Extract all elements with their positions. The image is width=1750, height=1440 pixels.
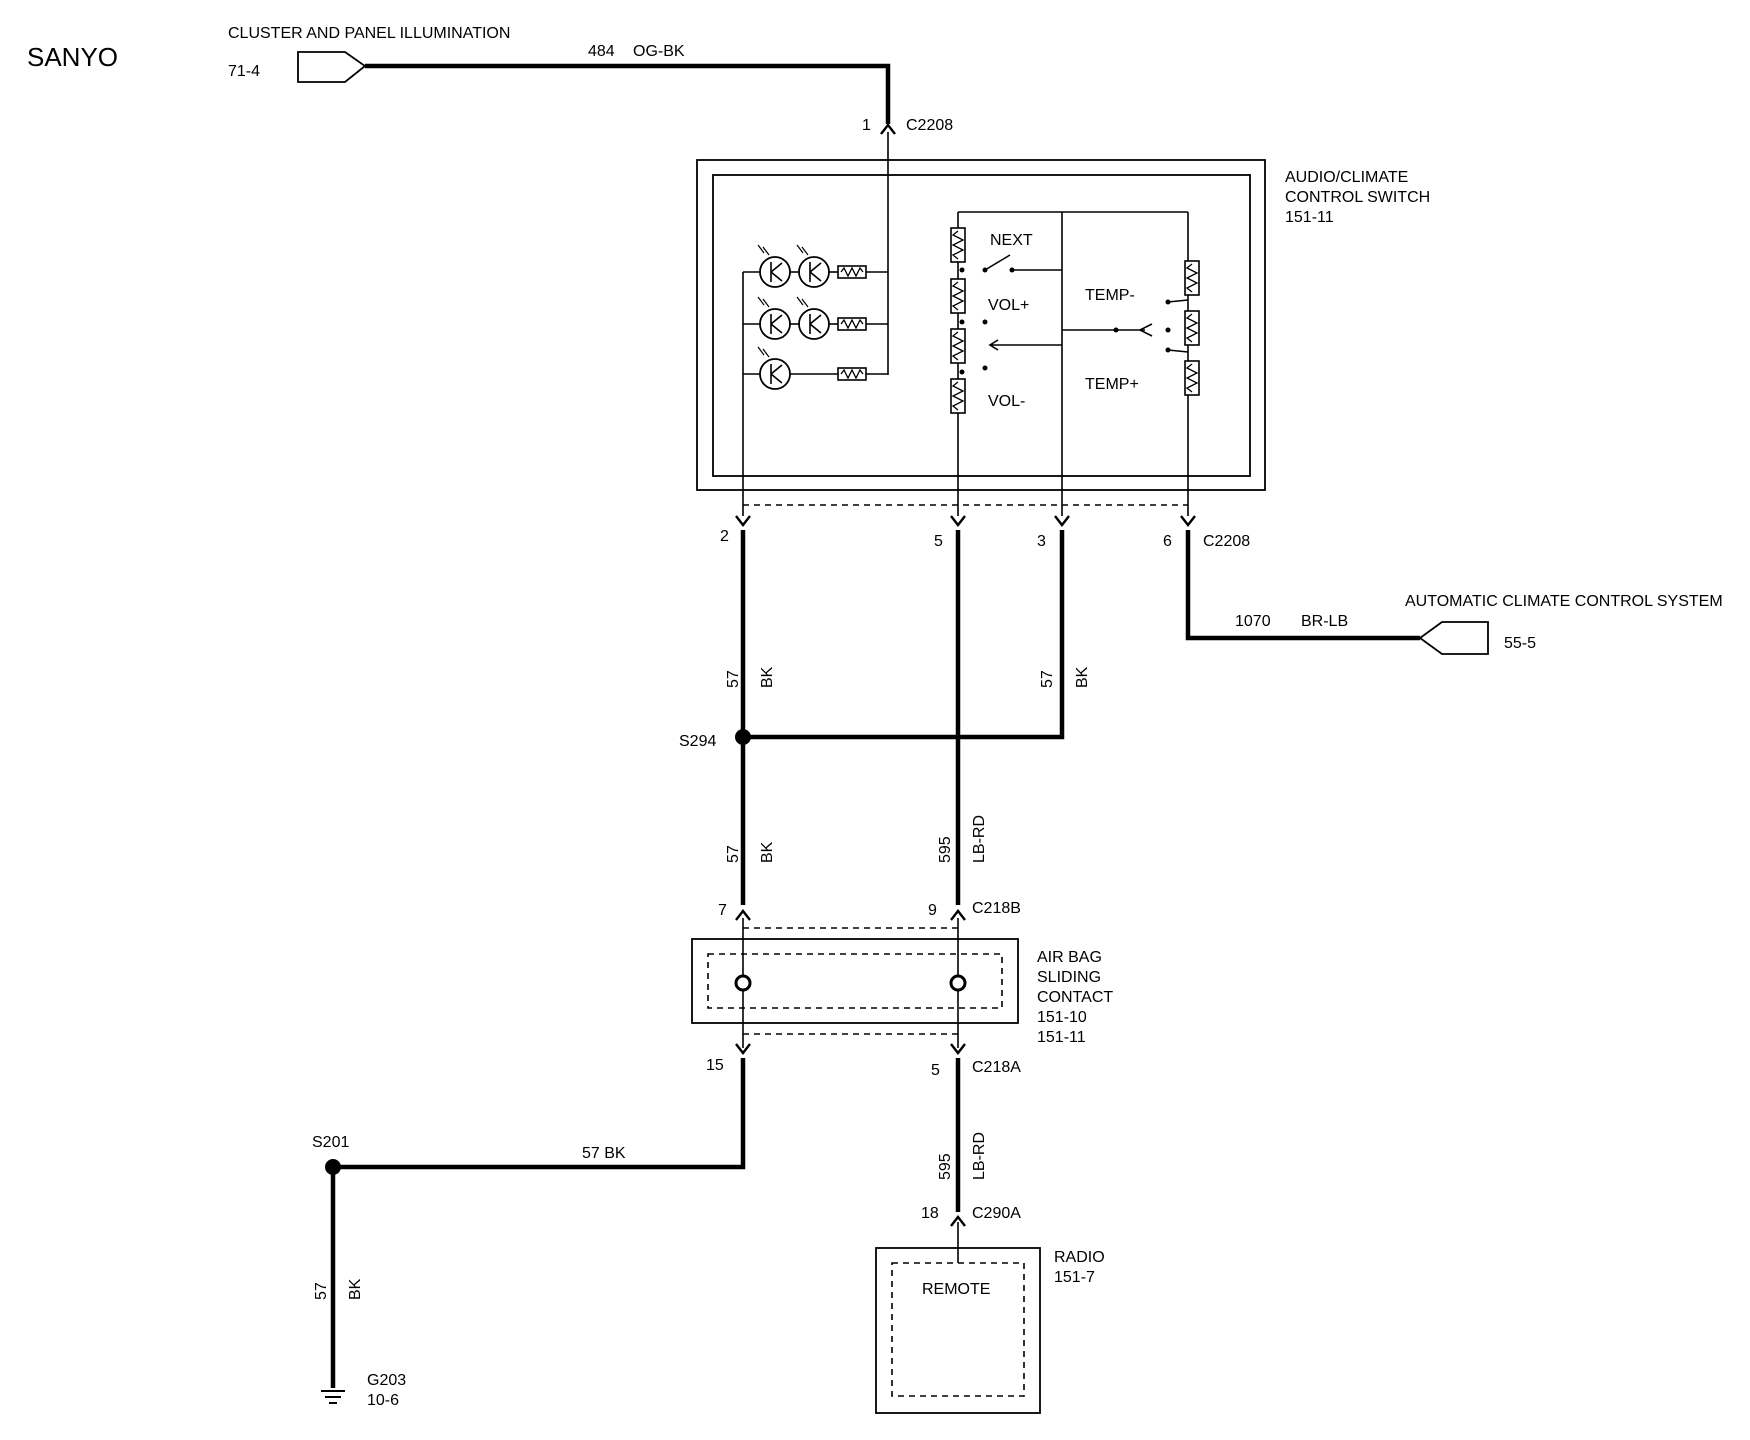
- airbag-inner-box: [707, 953, 1003, 1009]
- acc-source-ref: 55-5: [1504, 635, 1536, 652]
- connector-c2208-top: C2208: [906, 117, 953, 134]
- switch-ref: 151-11: [1285, 209, 1334, 226]
- climate-switch-ladder: [1062, 212, 1200, 516]
- connector-c218b: C218B: [972, 900, 1021, 917]
- ground-name: G203: [367, 1372, 406, 1389]
- wire-1070-color: BR-LB: [1301, 613, 1348, 630]
- splice-s201-label: S201: [312, 1134, 349, 1151]
- acc-source-flag: [1418, 621, 1489, 655]
- wire-595-num-b: 595: [937, 1153, 954, 1180]
- pin-6-arrow: [1179, 514, 1197, 527]
- label-vol-plus: VOL+: [988, 297, 1029, 314]
- cluster-source-flag: [297, 51, 367, 83]
- wire-57-num-a: 57: [725, 670, 742, 688]
- radio-outer-box: [875, 1247, 1041, 1414]
- airbag-ref-1: 151-10: [1037, 1009, 1087, 1026]
- airbag-label-line3: CONTACT: [1037, 989, 1113, 1006]
- wire-595-color-b: LB-RD: [971, 1132, 988, 1180]
- pin-6-label: 6: [1163, 533, 1172, 550]
- wire-57-color-g: BK: [347, 1278, 364, 1300]
- wire-57-color-c: BK: [759, 841, 776, 863]
- brand-label: SANYO: [27, 42, 118, 72]
- wire-1070-number: 1070: [1235, 613, 1271, 630]
- pin-5-arrow: [949, 514, 967, 527]
- airbag-contact-right: [949, 974, 967, 992]
- pin-5-label: 5: [934, 533, 943, 550]
- radio-name: RADIO: [1054, 1249, 1105, 1266]
- splice-s294-label: S294: [679, 733, 716, 750]
- wire-57-num-g: 57: [313, 1282, 330, 1300]
- label-temp-minus: TEMP-: [1085, 287, 1135, 304]
- connector-c290a: C290A: [972, 1205, 1021, 1222]
- airbag-label-line2: SLIDING: [1037, 969, 1101, 986]
- wire-57-color-a: BK: [759, 666, 776, 688]
- audio-switch-ladder: [950, 211, 1188, 516]
- pin-2-arrow: [734, 514, 752, 527]
- airbag-contact-left: [734, 974, 752, 992]
- radio-ref: 151-7: [1054, 1269, 1095, 1286]
- wire-57-right: [743, 530, 1065, 740]
- pin-3-arrow: [1053, 514, 1071, 527]
- pin-3-label: 3: [1037, 533, 1046, 550]
- label-temp-plus: TEMP+: [1085, 376, 1139, 393]
- label-next: NEXT: [990, 232, 1033, 249]
- ground-symbol: [321, 1390, 345, 1404]
- wire-1070: [1185, 530, 1420, 641]
- acc-source-label: AUTOMATIC CLIMATE CONTROL SYSTEM: [1405, 593, 1723, 610]
- airbag-ref-2: 151-11: [1037, 1029, 1086, 1046]
- cluster-source-label: CLUSTER AND PANEL ILLUMINATION: [228, 25, 510, 42]
- pin-18-label: 18: [921, 1205, 939, 1222]
- splice-s294: [735, 729, 751, 745]
- connector-c218a: C218A: [972, 1059, 1021, 1076]
- pin-9-label: 9: [928, 902, 937, 919]
- wire-57-to-s201: [333, 1058, 746, 1170]
- airbag-label-line1: AIR BAG: [1037, 949, 1102, 966]
- wire-595-color-a: LB-RD: [971, 815, 988, 863]
- wire-57-num-c: 57: [725, 845, 742, 863]
- illumination-led-circuit: [742, 244, 889, 516]
- wire-595-num-a: 595: [937, 836, 954, 863]
- pin-15-label: 15: [706, 1057, 724, 1074]
- ground-ref: 10-6: [367, 1392, 399, 1409]
- switch-outer-box: [696, 159, 1266, 491]
- wire-57-num-b: 57: [1039, 670, 1056, 688]
- wire-57-color-b: BK: [1074, 666, 1091, 688]
- airbag-outer-box: [691, 938, 1019, 1024]
- cluster-source-ref: 71-4: [228, 63, 260, 80]
- wire-484-color: OG-BK: [633, 43, 685, 60]
- radio-inner-box: [891, 1262, 1025, 1397]
- pin-2-label: 2: [720, 528, 729, 545]
- radio-remote-label: REMOTE: [922, 1281, 990, 1298]
- wire-57-s201-label: 57 BK: [582, 1145, 626, 1162]
- connector-c2208-bottom: C2208: [1203, 533, 1250, 550]
- switch-inner-box: [712, 174, 1251, 477]
- switch-label-line2: CONTROL SWITCH: [1285, 189, 1430, 206]
- switch-label-line1: AUDIO/CLIMATE: [1285, 169, 1408, 186]
- wire-484: [365, 63, 891, 124]
- wire-484-number: 484: [588, 43, 615, 60]
- pin-7-label: 7: [718, 902, 727, 919]
- pin-1-label: 1: [862, 117, 871, 134]
- label-vol-minus: VOL-: [988, 393, 1025, 410]
- pin-5b-label: 5: [931, 1062, 940, 1079]
